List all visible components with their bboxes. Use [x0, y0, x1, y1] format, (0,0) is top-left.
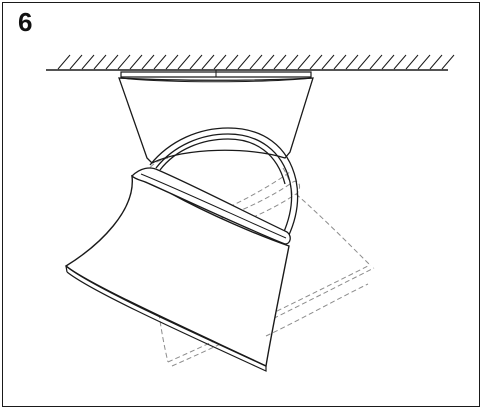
lamp-shade-ghost-overlay [265, 283, 369, 337]
swivel-bracket [149, 127, 299, 238]
ceiling-hatch-mark [189, 54, 203, 70]
ceiling-hatch-mark [345, 54, 359, 70]
step-number: 6 [18, 7, 33, 37]
ceiling-hatch-mark [141, 54, 155, 70]
ceiling-hatch-mark [261, 54, 275, 70]
ceiling-hatch-mark [297, 54, 311, 70]
ceiling-hatch-mark [237, 54, 251, 70]
ceiling-surface [46, 54, 455, 71]
ceiling-hatch-mark [357, 54, 371, 70]
ceiling-hatch-mark [417, 54, 431, 70]
ceiling-hatch-mark [249, 54, 263, 70]
ceiling-hatch-mark [225, 54, 239, 70]
lamp-shade [64, 167, 291, 372]
ceiling-hatch-mark [441, 54, 455, 70]
ceiling-hatch-mark [165, 54, 179, 70]
ceiling-hatch-mark [405, 54, 419, 70]
ceiling-hatch-mark [81, 54, 95, 70]
ceiling-hatch-mark [213, 54, 227, 70]
ceiling-hatch-mark [273, 54, 287, 70]
ceiling-hatch-mark [381, 54, 395, 70]
ceiling-hatch-mark [153, 54, 167, 70]
ceiling-hatch-mark [177, 54, 191, 70]
ceiling-hatch-mark [93, 54, 107, 70]
figure-frame [2, 2, 480, 407]
ceiling-hatch-mark [117, 54, 131, 70]
ceiling-hatch-mark [393, 54, 407, 70]
ceiling-hatch-mark [429, 54, 443, 70]
ceiling-hatch-mark [321, 54, 335, 70]
ceiling-hatch-mark [309, 54, 323, 70]
ceiling-hatch-mark [129, 54, 143, 70]
ceiling-hatch-mark [69, 54, 83, 70]
ceiling-hatch-mark [285, 54, 299, 70]
ceiling-hatch-mark [105, 54, 119, 70]
ceiling-hatch-mark [369, 54, 383, 70]
ceiling-hatch-mark [201, 54, 215, 70]
ceiling-mount-base [118, 70, 314, 164]
ceiling-hatch-mark [333, 54, 347, 70]
ceiling-hatch-mark [57, 54, 71, 70]
